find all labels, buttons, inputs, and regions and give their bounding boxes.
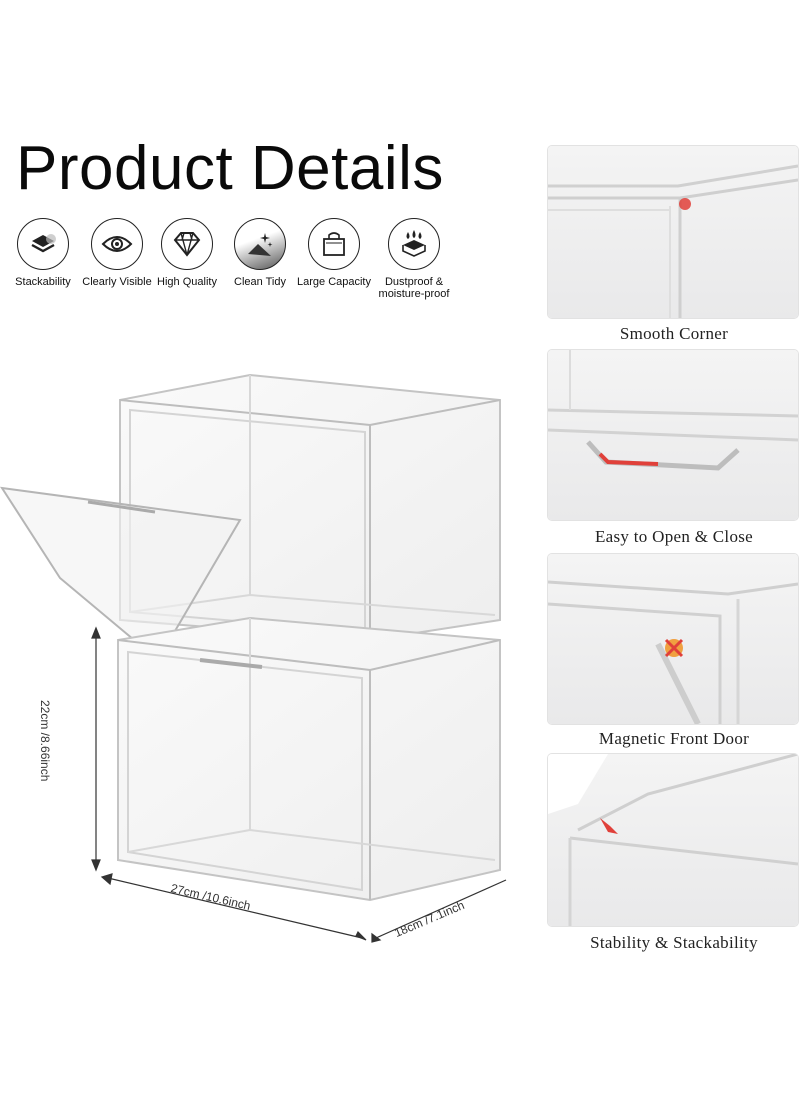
stack-icon bbox=[17, 218, 69, 270]
water-drop-icon bbox=[388, 218, 440, 270]
detail-image-easy-open bbox=[548, 350, 798, 520]
bag-icon bbox=[308, 218, 360, 270]
feature-label: Clean Tidy bbox=[234, 276, 286, 288]
detail-image-magnetic-door bbox=[548, 554, 798, 724]
feature-large-capacity: Large Capacity bbox=[291, 218, 377, 288]
caption-magnetic-door: Magnetic Front Door bbox=[598, 729, 750, 748]
feature-label: Clearly Visible bbox=[82, 276, 152, 288]
page-title: Product Details bbox=[16, 134, 444, 203]
diamond-icon bbox=[161, 218, 213, 270]
caption-stability: Stability & Stackability bbox=[590, 933, 758, 952]
feature-label: Dustproof & moisture-proof bbox=[378, 276, 450, 300]
product-illustration bbox=[0, 373, 507, 943]
feature-dustproof: Dustproof & moisture-proof bbox=[369, 218, 459, 300]
eye-icon bbox=[91, 218, 143, 270]
caption-easy-open: Easy to Open & Close bbox=[594, 527, 754, 546]
feature-clean-tidy: Clean Tidy bbox=[217, 218, 303, 288]
sparkle-box-icon bbox=[234, 218, 286, 270]
detail-image-stability bbox=[548, 754, 798, 926]
detail-image-smooth-corner bbox=[548, 146, 798, 318]
caption-smooth-corner: Smooth Corner bbox=[619, 324, 729, 343]
feature-stackability: Stackability bbox=[0, 218, 86, 288]
height-dimension: 22cm /8.66inch bbox=[38, 700, 52, 782]
feature-high-quality: High Quality bbox=[144, 218, 230, 288]
feature-label: Large Capacity bbox=[297, 276, 371, 288]
feature-label: High Quality bbox=[157, 276, 217, 288]
feature-label: Stackability bbox=[15, 276, 71, 288]
feature-clearly-visible: Clearly Visible bbox=[74, 218, 160, 288]
